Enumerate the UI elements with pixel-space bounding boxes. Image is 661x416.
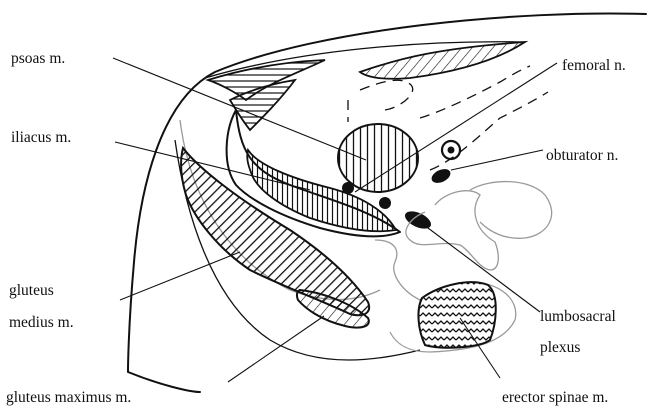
label-obturator: obturator n. [546,147,618,164]
label-iliacus: iliacus m. [11,129,71,146]
small-nerve-dot [379,197,391,209]
label-gluteus-maximus: gluteus maximus m. [6,389,131,406]
erector-spinae-muscle [418,282,495,347]
label-gluteus-medius-2: medius m. [9,314,74,331]
gluteus-maximus-leader [228,316,324,382]
label-lumbosacral-2: plexus [540,339,580,356]
gluteus-medius-leader [120,252,240,300]
label-femoral: femoral n. [562,57,626,74]
label-lumbosacral-1: lumbosacral [540,308,616,325]
psoas-muscle [338,124,418,192]
upper-muscle-band [360,42,525,79]
label-gluteus-medius-1: gluteus [9,282,54,299]
femoral-nerve-dot [342,182,354,194]
obturator-leader [451,150,543,170]
label-erector-spinae: erector spinae m. [502,389,608,406]
label-psoas: psoas m. [11,50,65,67]
artery-core [448,147,455,154]
dashed-vessel-1 [360,80,413,110]
